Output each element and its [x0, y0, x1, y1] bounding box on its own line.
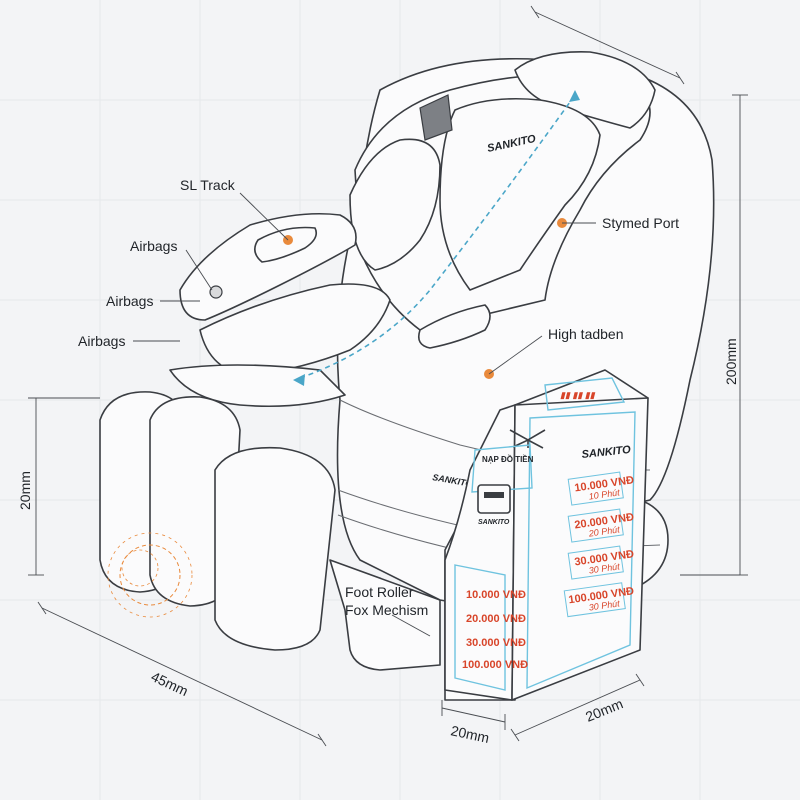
kiosk-brand: SANKITO — [581, 444, 632, 461]
svg-text:20.000 VNĐ: 20.000 VNĐ — [466, 613, 526, 625]
label-high-tadben: High tadben — [548, 326, 624, 342]
svg-text:30 Phút: 30 Phút — [588, 598, 621, 612]
bill-acceptor-slot[interactable] — [477, 484, 511, 514]
svg-text:100.000 VNĐ: 100.000 VNĐ — [462, 659, 528, 671]
svg-text:SANKITO: SANKITO — [478, 519, 510, 526]
kiosk-banner: NẠP ĐỒ TIỀN — [482, 454, 534, 464]
label-stymed-port: Stymed Port — [602, 215, 679, 231]
backrest-pad — [439, 97, 601, 291]
label-sl-track: SL Track — [180, 177, 236, 193]
chair-base-front — [329, 559, 441, 671]
control-knob-icon — [209, 285, 223, 299]
svg-text:10.000 VNĐ: 10.000 VNĐ — [466, 589, 526, 601]
svg-text:30 Phút: 30 Phút — [588, 561, 621, 575]
svg-text:30.000 VNĐ: 30.000 VNĐ — [466, 637, 526, 649]
payment-kiosk: ▮▮ ▮▮ ▮▮ SANKITO NẠP ĐỒ TIỀN SANKITO 10.… — [444, 369, 649, 701]
kiosk-left-face-main — [444, 404, 516, 701]
seat-front-plate — [169, 364, 346, 408]
sl-track-path — [299, 94, 576, 379]
svg-text:10 Phút: 10 Phút — [588, 487, 621, 501]
svg-text:▮▮ ▮▮ ▮▮: ▮▮ ▮▮ ▮▮ — [560, 390, 596, 400]
kiosk-banner-box — [471, 444, 533, 493]
kiosk-side-panel — [454, 564, 506, 691]
label-foot-roller-2: Fox Mechism — [345, 602, 428, 618]
track-arrow-left-icon — [293, 374, 305, 386]
label-airbags-2: Airbags — [106, 293, 153, 309]
foot-roller-rings — [107, 532, 193, 618]
kiosk-side-price-list: 10.000 VNĐ 20.000 VNĐ 30.000 VNĐ 100.000… — [462, 589, 528, 671]
leg-rest-right — [214, 446, 336, 651]
dim-kiosk-depth: 20mm — [449, 722, 490, 746]
label-airbags-1: Airbags — [130, 238, 177, 254]
kiosk-x-logo-icon — [509, 429, 546, 449]
kiosk-front-screen — [526, 411, 636, 690]
dim-height-right: 200mm — [723, 338, 739, 385]
dimension-lines: 200mm 20mm 45mm 20mm 20mm — [17, 5, 748, 747]
track-arrow-up-icon — [569, 90, 580, 102]
svg-text:20 Phút: 20 Phút — [587, 524, 621, 538]
armrest-top-pad — [254, 226, 318, 263]
dim-length-bottom: 45mm — [149, 668, 191, 699]
left-side-wing — [349, 138, 441, 271]
callouts: SL Track Airbags Airbags Airbags Stymed … — [78, 177, 679, 637]
speaker-grille-icon — [419, 94, 453, 141]
kiosk-top-panel — [544, 377, 626, 411]
label-airbags-3: Airbags — [78, 333, 125, 349]
control-panel — [417, 304, 491, 349]
dim-height-left: 20mm — [17, 471, 33, 510]
label-foot-roller-1: Foot Roller — [345, 584, 414, 600]
kiosk-front-face — [511, 397, 649, 701]
